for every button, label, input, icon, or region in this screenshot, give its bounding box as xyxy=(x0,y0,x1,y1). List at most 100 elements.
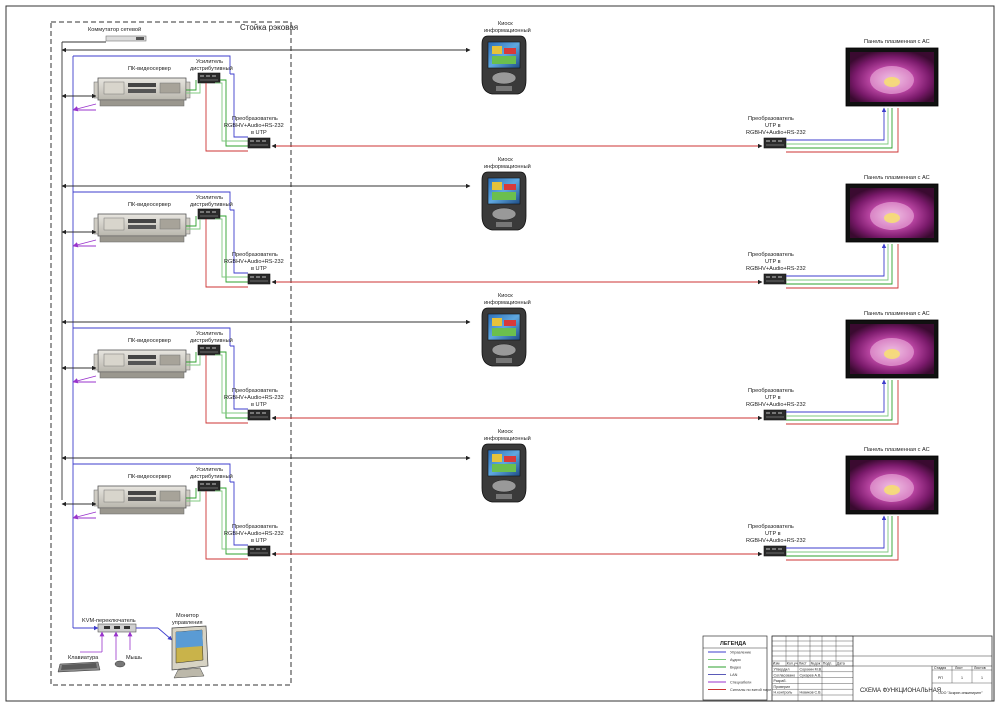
legend-item-label: Видео xyxy=(730,665,741,669)
distribution-amplifier xyxy=(198,209,220,219)
switch-label: Коммутатор сетевой xyxy=(88,26,141,33)
converter-rx xyxy=(764,546,786,556)
title-block-role: Согласовано xyxy=(774,673,796,677)
video-server xyxy=(94,486,190,514)
kvm-label: KVM-переключатель xyxy=(82,618,136,624)
stage-header: Стадия xyxy=(934,666,946,670)
company-name: ООО "Аскрин-инжиниринг" xyxy=(938,691,983,695)
panel-label: Панель плазменная с АС xyxy=(864,311,930,317)
title-block-role: Проверил xyxy=(774,685,791,689)
title-block-role: Н.контроль xyxy=(774,691,793,695)
panel-label: Панель плазменная с АС xyxy=(864,175,930,181)
converter-tx xyxy=(248,410,270,420)
distribution-amplifier xyxy=(198,73,220,83)
plasma-panel xyxy=(846,456,938,514)
converter-tx-label-1: Преобразователь xyxy=(232,524,278,530)
converter-tx-label-3: в UTP xyxy=(251,402,267,408)
sheet-value: 1 xyxy=(961,676,963,680)
mouse-label: Мышь xyxy=(126,655,142,661)
converter-rx-label-3: RGBHV+Audio+RS-232 xyxy=(746,266,806,272)
server-label: ПК-видеосервер xyxy=(128,474,171,480)
legend-item-label: Аудио xyxy=(730,658,741,662)
converter-rx-label-2: UTP в xyxy=(765,531,781,537)
plasma-panel xyxy=(846,184,938,242)
server-label: ПК-видеосервер xyxy=(128,202,171,208)
channels: ПК-видеосерверУсилительдистрибутивныйПре… xyxy=(62,21,938,560)
channel-1: ПК-видеосервер УсилительдистрибутивныйПре… xyxy=(62,21,938,152)
legend-title: ЛЕГЕНДА xyxy=(720,641,746,647)
kvm-section: KVM-переключатель Клавиатура Мышь Монито… xyxy=(58,613,208,678)
stage-value: РП xyxy=(938,676,943,680)
legend-item-label: Сигналы по витой паре xyxy=(730,688,771,692)
plasma-panel xyxy=(846,320,938,378)
title-block-role: Утвердил xyxy=(774,668,790,672)
title-block: Стадия Лист Листов РП 1 1 ООО "Аскрин-ин… xyxy=(772,636,992,701)
amplifier-label-2: дистрибутивный xyxy=(190,201,233,208)
kvm-switch xyxy=(98,624,136,632)
keyboard-label: Клавиатура xyxy=(68,655,99,661)
title-block-name: Сухарев А.В. xyxy=(800,673,822,677)
network-switch: Коммутатор сетевой xyxy=(88,26,146,41)
converter-rx xyxy=(764,274,786,284)
kiosk-label-1: Киоск xyxy=(498,429,513,435)
converter-tx-label-3: в UTP xyxy=(251,130,267,136)
converter-rx-label-3: RGBHV+Audio+RS-232 xyxy=(746,538,806,544)
distribution-amplifier xyxy=(198,345,220,355)
channel-3: ПК-видеосервер УсилительдистрибутивныйПре… xyxy=(62,293,938,424)
panel-label: Панель плазменная с АС xyxy=(864,39,930,45)
video-server xyxy=(94,214,190,242)
amplifier-label-1: Усилитель xyxy=(196,331,223,337)
converter-tx-label-1: Преобразователь xyxy=(232,116,278,122)
title-block-col-header: Лист xyxy=(799,662,807,666)
sheet-header: Лист xyxy=(955,666,963,670)
amplifier-label-2: дистрибутивный xyxy=(190,473,233,480)
legend-item-label: Спецкабели xyxy=(730,680,751,684)
title-block-col-header: Подп. xyxy=(823,662,833,666)
info-kiosk xyxy=(482,444,526,502)
converter-rx-label-1: Преобразователь xyxy=(748,388,794,394)
converter-tx-label-1: Преобразователь xyxy=(232,252,278,258)
keyboard xyxy=(58,662,100,672)
converter-rx-label-1: Преобразователь xyxy=(748,524,794,530)
sheets-header: Листов xyxy=(974,666,986,670)
converter-tx xyxy=(248,138,270,148)
mouse xyxy=(115,661,125,667)
server-label: ПК-видеосервер xyxy=(128,66,171,72)
panel-label: Панель плазменная с АС xyxy=(864,447,930,453)
title-block-col-header: Дата xyxy=(837,662,845,666)
legend-item-label: LAN xyxy=(730,673,738,677)
converter-tx-label-1: Преобразователь xyxy=(232,388,278,394)
video-server xyxy=(94,350,190,378)
kiosk-label-1: Киоск xyxy=(498,157,513,163)
kiosk-label-2: информационный xyxy=(484,299,531,306)
video-server xyxy=(94,78,190,106)
converter-tx-label-2: RGBHV+Audio+RS-232 xyxy=(224,531,284,537)
server-label: ПК-видеосервер xyxy=(128,338,171,344)
monitor-label-2: управления xyxy=(172,620,203,626)
amplifier-label-1: Усилитель xyxy=(196,59,223,65)
distribution-amplifier xyxy=(198,481,220,491)
converter-tx xyxy=(248,274,270,284)
converter-rx xyxy=(764,410,786,420)
amplifier-label-1: Усилитель xyxy=(196,467,223,473)
title-block-role: Разраб. xyxy=(774,679,787,683)
legend-item-label: Управление xyxy=(730,650,751,654)
converter-rx-label-3: RGBHV+Audio+RS-232 xyxy=(746,402,806,408)
kiosk-label-1: Киоск xyxy=(498,293,513,299)
converter-rx xyxy=(764,138,786,148)
sheets-value: 1 xyxy=(981,676,983,680)
rack-title: Стойка рэковая xyxy=(240,23,298,32)
converter-rx-label-1: Преобразователь xyxy=(748,116,794,122)
channel-4: ПК-видеосервер УсилительдистрибутивныйПре… xyxy=(62,429,938,560)
channel-2: ПК-видеосерверУсилительдистрибутивныйПре… xyxy=(62,157,938,288)
kiosk-label-2: информационный xyxy=(484,435,531,442)
drawing-title: СХЕМА ФУНКЦИОНАЛЬНАЯ xyxy=(860,688,941,694)
amplifier-label-2: дистрибутивный xyxy=(190,337,233,344)
title-block-col-header: Изм xyxy=(773,662,780,666)
title-block-name: Новиков С.В. xyxy=(800,691,822,695)
converter-tx-label-3: в UTP xyxy=(251,538,267,544)
info-kiosk xyxy=(482,172,526,230)
amplifier-label-2: дистрибутивный xyxy=(190,65,233,72)
